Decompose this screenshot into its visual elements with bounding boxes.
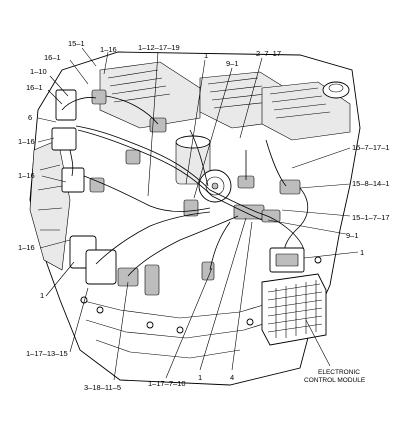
callout-1-10: 1–10: [30, 67, 47, 76]
ecm-label-line1: ELECTRONIC: [318, 369, 360, 376]
callout-16-1-a: 16–1: [44, 53, 61, 62]
callout-15-1: 15–1: [68, 39, 85, 48]
callout-1-16-d: 1–16: [18, 243, 35, 252]
callout-1-12-17-19: 1–12–17–19: [138, 43, 180, 52]
callout-1-bottom: 1: [198, 373, 202, 382]
wiring-harness: [61, 95, 309, 277]
leader-lines: [37, 47, 359, 381]
callout-1-left: 1: [40, 291, 44, 300]
callout-2-7-17: 2–7–17: [256, 49, 281, 58]
callout-1-16-b: 1–16: [18, 137, 35, 146]
callout-1-right: 1: [360, 248, 364, 257]
callout-1-17-7-10: 1–17–7–10: [148, 379, 186, 388]
callout-1-16-c: 1–16: [18, 171, 35, 180]
callout-4: 4: [230, 373, 234, 382]
bolt-set: [80, 256, 322, 334]
callout-6: 6: [28, 113, 32, 122]
callout-15-7-17-1: 15–7–17–1: [352, 143, 390, 152]
callout-9-1-right: 9–1: [346, 231, 359, 240]
ecm-label-line2: CONTROL MODULE: [304, 377, 366, 384]
callout-labels: 15–1 1–16 16–1 1–10 16–1 6 1–16 1–16 1–1…: [18, 39, 390, 392]
callout-9-1-top: 9–1: [226, 59, 239, 68]
callout-1-16-top: 1–16: [100, 45, 117, 54]
callout-16-1-b: 16–1: [26, 83, 43, 92]
breather-cap: [322, 81, 350, 99]
callout-15-1-7-17: 15–1–7–17: [352, 213, 390, 222]
callout-1-17-13-15: 1–17–13–15: [26, 349, 68, 358]
callout-15-8-14-1: 15–8–14–1: [352, 179, 390, 188]
callout-1-top: 1: [204, 51, 208, 60]
callout-3-18-11-5: 3–18–11–5: [84, 383, 121, 392]
